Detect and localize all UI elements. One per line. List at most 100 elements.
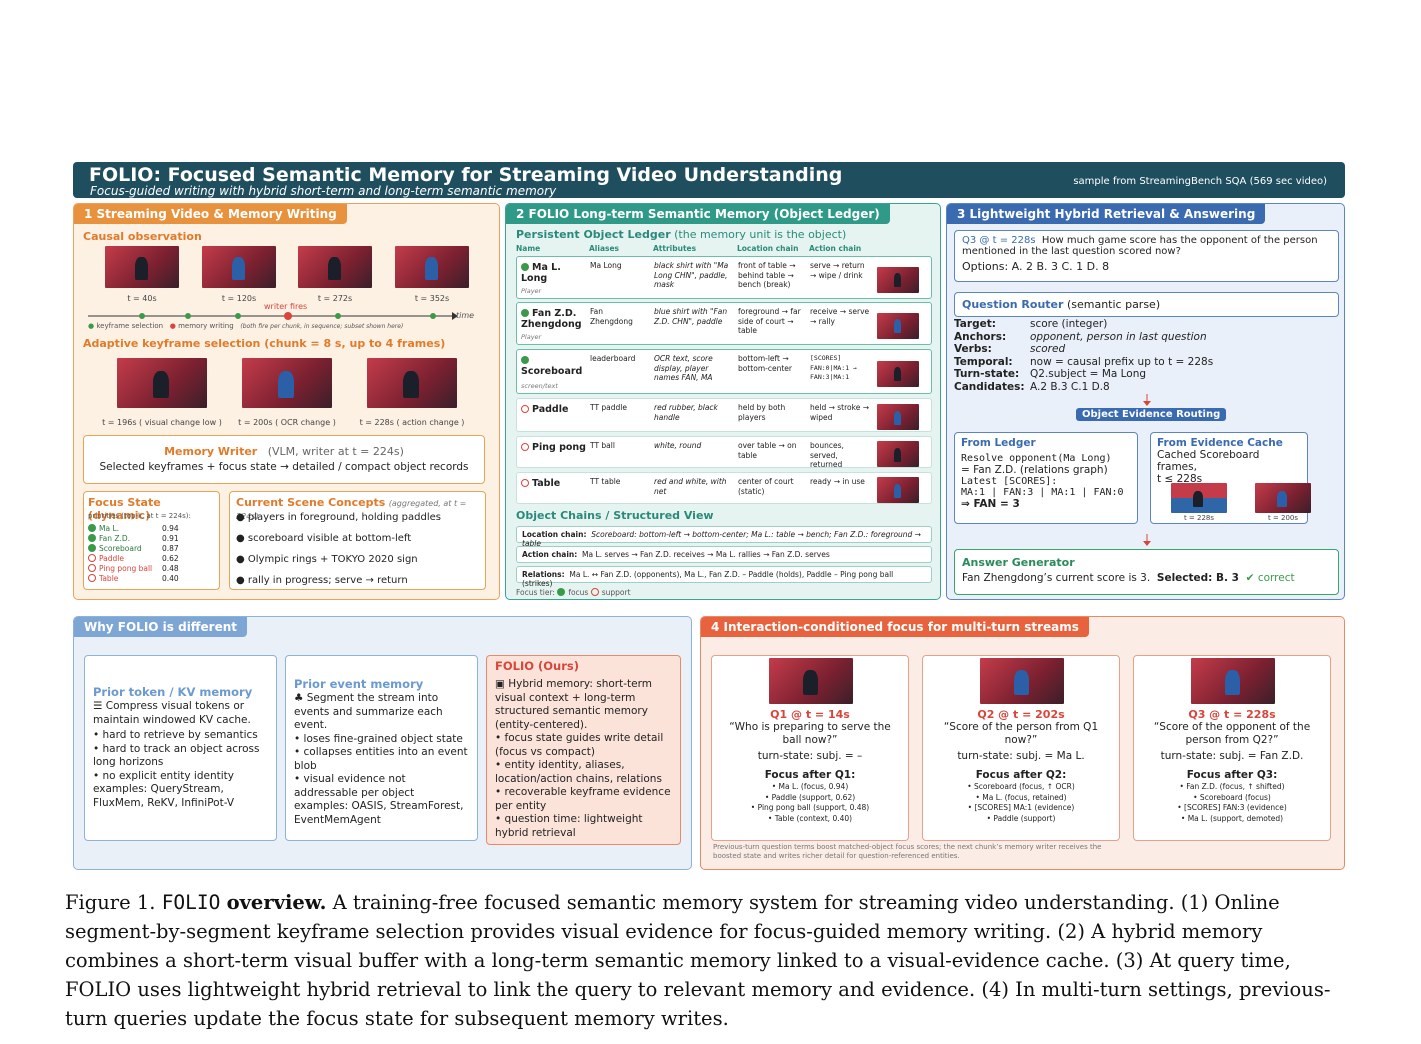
evidence-thumbnail <box>1171 483 1227 513</box>
frame-thumbnail <box>395 246 469 288</box>
memory-writer-title: Memory Writer <box>164 445 258 458</box>
adaptive-keyframe-label: Adaptive keyframe selection (chunk = 8 s… <box>83 337 446 350</box>
time-axis-label: time <box>456 311 475 320</box>
frame-thumbnail <box>298 246 372 288</box>
arrow-icon <box>1143 394 1151 406</box>
parse-row: Temporal:now = causal prefix up to t = 2… <box>954 355 1214 368</box>
multi-turn-note: Previous-turn question terms boost match… <box>713 843 1102 860</box>
folio-card: FOLIO (Ours) ▣ Hybrid memory: short-term… <box>486 655 681 845</box>
object-thumbnail <box>877 477 919 503</box>
frame-time: t = 120s <box>221 294 257 303</box>
check-icon: ✔ <box>1245 572 1255 584</box>
writer-fires-label: writer fires <box>264 302 308 311</box>
evidence-thumbnail <box>1255 483 1311 513</box>
panel-retrieval-answering: 3 Lightweight Hybrid Retrieval & Answeri… <box>946 203 1345 600</box>
frame-thumbnail <box>202 246 276 288</box>
memory-writer-line: Selected keyframes + focus state → detai… <box>99 461 469 473</box>
figure-caption: Figure 1. FOLIO overview. A training-fre… <box>65 891 1331 1030</box>
object-thumbnail <box>877 404 919 430</box>
object-thumbnail <box>877 441 919 467</box>
keyframe-thumbnail <box>367 358 457 408</box>
scene-concept-item: ● Olympic rings + TOKYO 2020 sign <box>236 554 418 565</box>
query-options: Options: A. 2 B. 3 C. 1 D. 8 <box>962 260 1110 273</box>
parse-list: Target:score (integer)Anchors:opponent, … <box>954 318 1339 393</box>
scene-concepts-box: Current Scene Concepts (aggregated, at t… <box>229 491 486 590</box>
parse-row: Candidates:A.2 B.3 C.1 D.8 <box>954 380 1110 393</box>
source-note: sample from StreamingBench SQA (569 sec … <box>1073 176 1327 187</box>
tree-icon: ♣ <box>294 692 304 704</box>
parse-row: Target:score (integer) <box>954 318 1108 330</box>
arrow-icon <box>1143 534 1151 546</box>
from-cache-box: From Evidence Cache Cached Scoreboard fr… <box>1150 432 1311 524</box>
memory-writer-box: Memory Writer (VLM, writer at t = 224s) … <box>83 435 485 484</box>
figure-header: FOLIO: Focused Semantic Memory for Strea… <box>73 162 1345 198</box>
focus-tier-legend: Focus tier: focus support <box>516 588 631 597</box>
turn-card: Q2 @ t = 202s“Score of the person from Q… <box>922 655 1120 841</box>
chains-title: Object Chains / Structured View <box>516 509 714 522</box>
panel-why-different: Why FOLIO is different Prior token / KV … <box>73 616 692 870</box>
scene-concepts-title: Current Scene Concepts <box>236 496 386 509</box>
relations-row: Relations: Ma L. ↔ Fan Z.D. (opponents),… <box>516 566 932 588</box>
keyframe-caption: t = 196s ( visual change low ) <box>102 418 222 427</box>
timeline <box>88 312 458 320</box>
panel4-tab: Why FOLIO is different <box>74 617 247 637</box>
turn-thumbnail <box>980 658 1064 704</box>
parse-row: Turn-state:Q2.subject = Ma Long <box>954 368 1147 380</box>
object-thumbnail <box>877 360 919 387</box>
query-box: Q3 @ t = 228s How much game score has th… <box>954 230 1339 282</box>
turn-thumbnail <box>1191 658 1275 704</box>
query-text: How much game score has the opponent of … <box>962 235 1318 257</box>
focus-state-sub: priorities (top-k, at t = 224s): <box>88 512 191 520</box>
stack-icon: ☰ <box>93 700 103 712</box>
panel3-tab: 3 Lightweight Hybrid Retrieval & Answeri… <box>947 204 1266 224</box>
location-chain-row: Location chain: Scoreboard: bottom-left … <box>516 526 932 548</box>
keyframe-thumbnail <box>117 358 207 408</box>
panel5-tab: 4 Interaction-conditioned focus for mult… <box>701 617 1089 637</box>
frame-time: t = 352s <box>414 294 450 303</box>
turn-card: Q1 @ t = 14s“Who is preparing to serve t… <box>711 655 909 841</box>
frame-thumbnail <box>105 246 179 288</box>
object-thumbnail <box>877 312 919 339</box>
frame-time: t = 272s <box>317 294 353 303</box>
prior-kv-card: Prior token / KV memory ☰ Compress visua… <box>84 655 277 841</box>
panel-multi-turn-focus: 4 Interaction-conditioned focus for mult… <box>700 616 1345 870</box>
timeline-legend: ● keyframe selection ● memory writing (b… <box>88 322 404 330</box>
prior-event-card: Prior event memory ♣ Segment the stream … <box>285 655 478 841</box>
figure-subtitle: Focus-guided writing with hybrid short-t… <box>90 184 557 198</box>
doc-icon: ▣ <box>495 678 505 690</box>
frame-time: t = 40s <box>127 294 157 303</box>
scene-concept-item: ● players in foreground, holding paddles <box>236 512 441 523</box>
scene-concept-item: ● scoreboard visible at bottom-left <box>236 533 412 544</box>
object-thumbnail <box>877 266 919 293</box>
focus-state-item: Fan Z.D.0.91 <box>88 534 216 544</box>
focus-state-box: Focus State (dynamic) priorities (top-k,… <box>83 491 220 590</box>
from-ledger-box: From Ledger Resolve opponent(Ma Long) = … <box>954 432 1138 524</box>
causal-observation-label: Causal observation <box>83 230 202 243</box>
keyframe-caption: t = 228s ( action change ) <box>359 418 465 427</box>
answer-generator-box: Answer Generator Fan Zhengdong’s current… <box>954 549 1339 595</box>
query-label: Q3 @ t = 228s <box>962 235 1036 246</box>
panel-object-ledger: 2 FOLIO Long-term Semantic Memory (Objec… <box>505 203 941 600</box>
action-chain-row: Action chain: Ma L. serves → Fan Z.D. re… <box>516 546 932 563</box>
question-router-box: Question Router (semantic parse) <box>954 292 1339 317</box>
parse-row: Anchors:opponent, person in last questio… <box>954 330 1207 343</box>
turn-card: Q3 @ t = 228s“Score of the opponent of t… <box>1133 655 1331 841</box>
focus-state-item: Ma L.0.94 <box>88 524 216 534</box>
panel-streaming-memory-writing: 1 Streaming Video & Memory Writing Causa… <box>73 203 500 600</box>
turn-thumbnail <box>769 658 853 704</box>
scene-concept-item: ● rally in progress; serve → return <box>236 575 408 586</box>
keyframe-caption: t = 200s ( OCR change ) <box>238 418 336 427</box>
scene-concepts-sub: (aggregated, at t = 224s) <box>236 499 467 521</box>
figure-title: FOLIO: Focused Semantic Memory for Strea… <box>89 164 843 186</box>
panel1-tab: 1 Streaming Video & Memory Writing <box>74 204 347 224</box>
ledger-title: Persistent Object Ledger <box>516 228 671 241</box>
